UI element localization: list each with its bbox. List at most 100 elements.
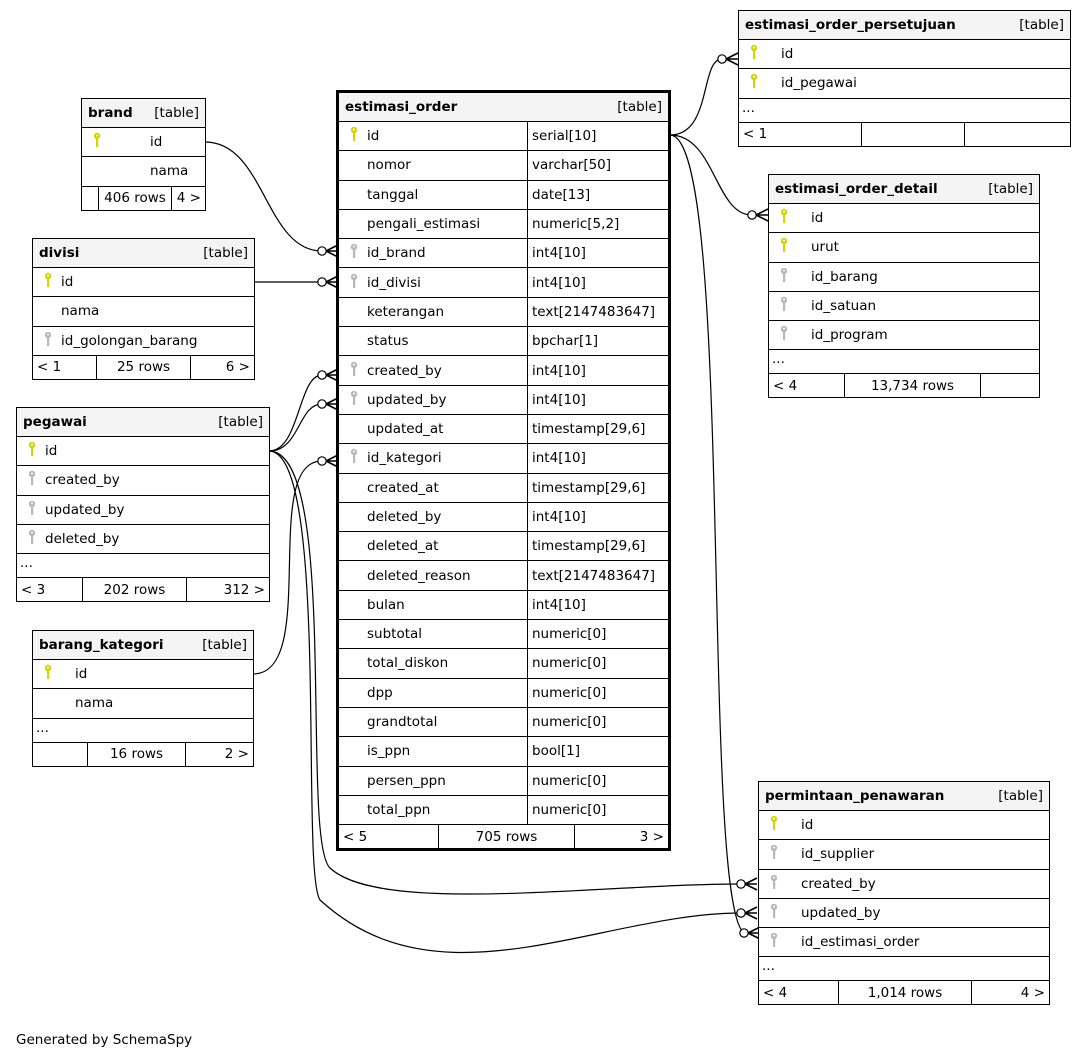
column-row[interactable]: created_by int4[10] [339, 356, 668, 386]
column-row[interactable]: id_barang [769, 263, 1039, 292]
column-row[interactable]: updated_by [17, 496, 269, 525]
table-header[interactable]: estimasi_order[table] [339, 93, 668, 122]
zero-cardinality-marker [736, 879, 746, 889]
column-name: persen_ppn [367, 772, 446, 789]
column-name: deleted_by [367, 509, 442, 525]
row-count: 202 rows [82, 578, 187, 602]
table-footer: < 1 [739, 122, 1070, 146]
table-header[interactable]: estimasi_order_detail[table] [769, 175, 1039, 204]
parents-count[interactable]: < 1 [37, 359, 62, 376]
column-name: status [367, 333, 409, 350]
column-row[interactable]: nama [82, 157, 205, 187]
table-kind: [table] [203, 245, 248, 261]
column-row[interactable]: id [739, 40, 1070, 70]
table-header[interactable]: divisi[table] [33, 239, 254, 268]
parents-count[interactable] [33, 743, 87, 766]
children-count[interactable]: 6 > [225, 359, 250, 376]
table-header[interactable]: estimasi_order_persetujuan[table] [739, 11, 1070, 40]
table-header[interactable]: barang_kategori[table] [33, 631, 253, 660]
column-row[interactable]: id_supplier [759, 840, 1049, 870]
table-header[interactable]: brand[table] [82, 99, 205, 128]
column-row[interactable]: id [33, 268, 254, 298]
column-row[interactable]: nama [33, 689, 253, 719]
column-row[interactable]: id [33, 660, 253, 690]
column-row[interactable]: created_by [17, 466, 269, 496]
table-kind: [table] [202, 637, 247, 653]
column-type: int4[10] [527, 356, 668, 385]
column-row[interactable]: updated_by [759, 899, 1049, 929]
children-count[interactable]: 4 > [176, 190, 201, 207]
column-row[interactable]: id_program [769, 321, 1039, 351]
column-type: int4[10] [527, 385, 668, 414]
table-header[interactable]: pegawai[table] [17, 408, 269, 437]
column-row[interactable]: id [17, 437, 269, 467]
column-name: id [367, 128, 380, 145]
parents-count[interactable]: < 3 [21, 581, 46, 598]
column-name: id [150, 134, 163, 151]
column-row[interactable]: id [82, 128, 205, 158]
more-columns-ellipsis: ... [769, 350, 1039, 375]
parents-count[interactable]: < 1 [743, 126, 768, 143]
column-name: created_by [367, 362, 442, 379]
column-row[interactable]: id [769, 204, 1039, 234]
primary-key-icon [350, 126, 358, 146]
parents-count[interactable]: < 5 [343, 828, 368, 845]
table-footer: < 4 13,734 rows [769, 374, 1039, 398]
column-row[interactable]: deleted_by [17, 525, 269, 555]
foreign-key-icon [28, 529, 36, 549]
children-count[interactable]: 3 > [639, 828, 664, 845]
column-row[interactable]: id [759, 811, 1049, 841]
column-row[interactable]: id_golongan_barang [33, 327, 254, 356]
parents-count[interactable]: < 4 [763, 984, 788, 1001]
column-row[interactable]: urut [769, 233, 1039, 263]
foreign-key-icon [780, 267, 788, 287]
children-count[interactable]: 312 > [223, 581, 265, 598]
children-count[interactable] [965, 123, 1070, 146]
parents-count[interactable] [82, 187, 98, 210]
parents-count[interactable]: < 4 [773, 377, 798, 394]
column-row[interactable]: id_estimasi_order [759, 928, 1049, 958]
children-count[interactable]: 4 > [1020, 984, 1045, 1001]
table-header[interactable]: permintaan_penawaran[table] [759, 782, 1049, 811]
column-row[interactable]: nama [33, 297, 254, 327]
children-count[interactable]: 2 > [224, 746, 249, 763]
table-name: estimasi_order_persetujuan [745, 17, 956, 33]
column-name: pengali_estimasi [367, 216, 481, 233]
column-row[interactable]: id_satuan [769, 292, 1039, 322]
zero-cardinality-marker [739, 928, 749, 938]
column-row[interactable]: created_by [759, 870, 1049, 899]
children-count[interactable] [981, 374, 1039, 397]
column-row[interactable]: id_pegawai [739, 69, 1070, 99]
